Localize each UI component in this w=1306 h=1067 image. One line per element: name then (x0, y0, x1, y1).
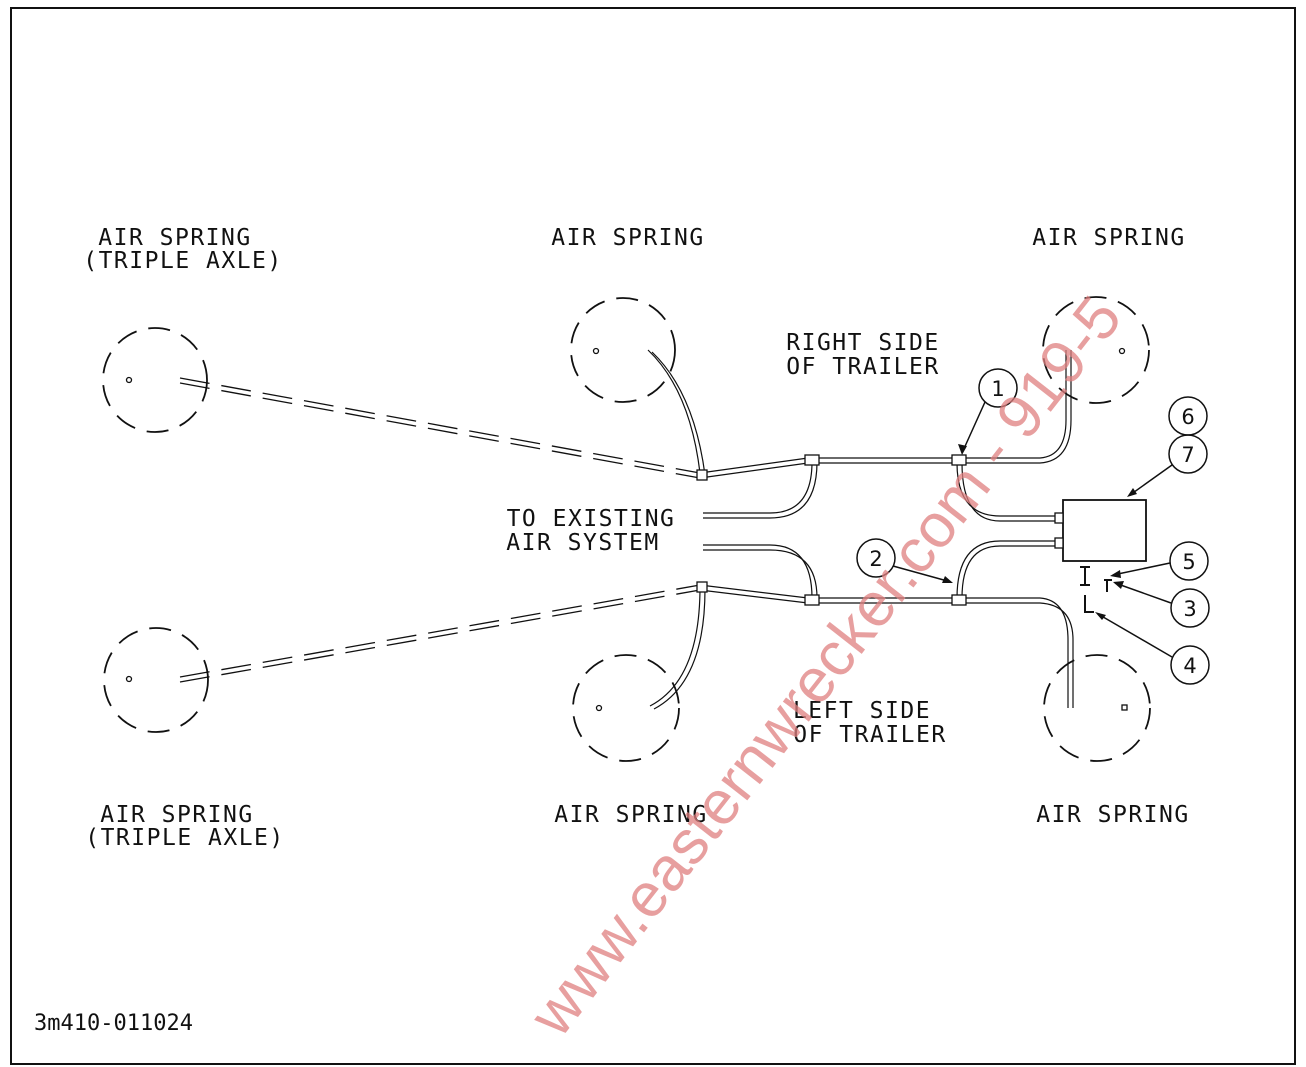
label-top-right: AIR SPRING (1032, 225, 1185, 251)
label-right-side-2: OF TRAILER (786, 354, 939, 380)
callout-3-label: 3 (1183, 597, 1196, 621)
air-spring-top-right (1042, 296, 1150, 404)
air-spring-top-left (102, 327, 208, 433)
label-right-side-1: RIGHT SIDE (786, 330, 939, 356)
callout-3 (1170, 588, 1210, 628)
callout-2-label: 2 (869, 547, 882, 571)
air-spring-bot-left (103, 627, 209, 733)
callout-2 (856, 538, 896, 578)
callout-7-label: 7 (1181, 443, 1194, 467)
air-spring-bot-mid (572, 654, 680, 762)
air-spring-circles (102, 296, 1151, 762)
small-parts (1080, 566, 1112, 613)
drawing-border (10, 7, 1296, 1065)
label-bot-left-2: (TRIPLE AXLE) (85, 825, 285, 851)
spring-centers (125, 347, 1128, 712)
label-existing-2: AIR SYSTEM (506, 530, 659, 556)
callout-4 (1170, 645, 1210, 685)
label-left-side-2: OF TRAILER (793, 722, 946, 748)
valve-port-bottom (1054, 537, 1064, 549)
air-lines (647, 349, 1074, 710)
callouts: 1 2 3 4 5 6 7 (856, 368, 1210, 685)
air-spring-top-mid (570, 297, 676, 403)
label-left-side-1: LEFT SIDE (793, 698, 931, 724)
air-spring-bot-right (1043, 654, 1151, 762)
callout-1 (978, 368, 1018, 408)
valve-box (1062, 499, 1147, 562)
triple-axle-lines (179, 377, 701, 683)
callout-4-label: 4 (1183, 654, 1196, 678)
callout-5 (1169, 541, 1209, 581)
label-top-mid: AIR SPRING (551, 225, 704, 251)
label-existing-1: TO EXISTING (507, 506, 676, 532)
callout-6-label: 6 (1181, 405, 1194, 429)
tee-fittings (696, 454, 967, 606)
label-top-left-1: AIR SPRING (98, 225, 251, 251)
labels: AIR SPRING (TRIPLE AXLE) AIR SPRING AIR … (34, 225, 1189, 1036)
label-top-left-2: (TRIPLE AXLE) (83, 248, 283, 274)
callout-7 (1168, 434, 1208, 474)
watermark: www.easternwrecker.com - 919-5 (516, 284, 1135, 1050)
label-bot-mid: AIR SPRING (554, 802, 707, 828)
valve-port-top (1054, 512, 1064, 524)
label-bot-right: AIR SPRING (1036, 802, 1189, 828)
callout-5-label: 5 (1182, 550, 1195, 574)
drawing-number: 3m410-011024 (34, 1011, 193, 1036)
callout-1-label: 1 (991, 377, 1004, 401)
label-bot-left-1: AIR SPRING (100, 802, 253, 828)
